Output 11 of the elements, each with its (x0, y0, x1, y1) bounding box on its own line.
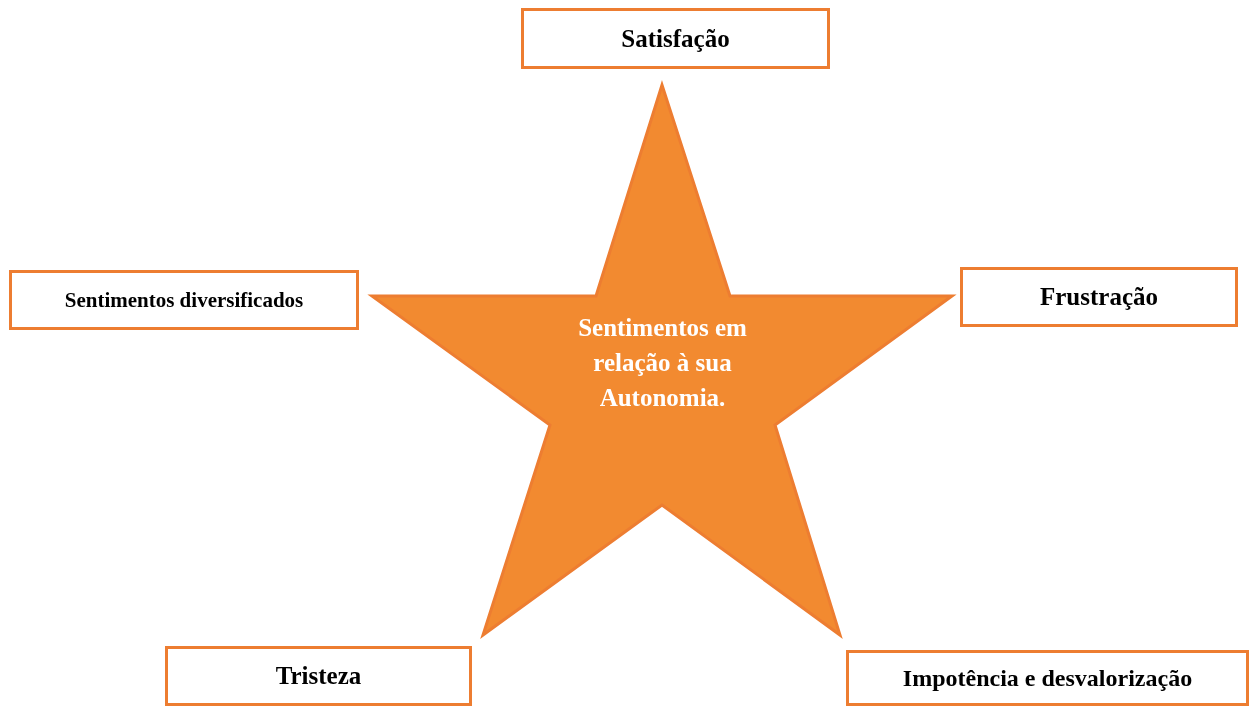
box-label: Impotência e desvalorização (902, 664, 1193, 692)
label-box (960, 267, 1238, 327)
box-label: Satisfação (621, 24, 730, 53)
label-box (9, 270, 359, 330)
star-label: Sentimentos em relação à sua Autonomia. (577, 313, 748, 413)
label-box (846, 650, 1249, 706)
box-label: Sentimentos diversificados (64, 287, 304, 313)
label-box (165, 646, 472, 706)
label-box (521, 8, 830, 69)
box-label: Frustração (1040, 283, 1158, 311)
box-label: Tristeza (275, 662, 362, 690)
